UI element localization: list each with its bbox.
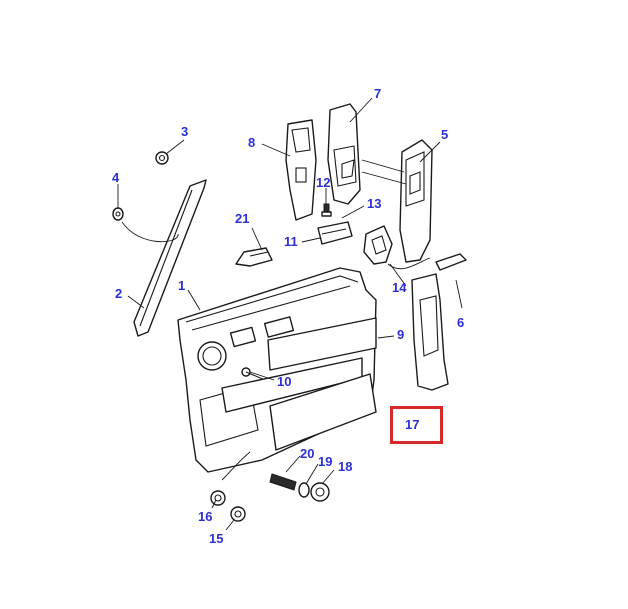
part-6-lower-pillar <box>411 253 467 391</box>
part-11-pull-handle <box>317 221 353 245</box>
callout-3: 3 <box>181 124 189 139</box>
part-2-trim-strip <box>133 179 207 337</box>
callout-10: 10 <box>277 374 292 389</box>
callout-15: 15 <box>209 531 224 546</box>
part-18-cap <box>310 482 330 502</box>
callout-11: 11 <box>284 234 298 249</box>
part-16-fastener <box>210 490 226 506</box>
part-4-clip <box>112 207 124 221</box>
callout-4: 4 <box>112 170 120 185</box>
part-20-screw <box>269 473 297 491</box>
callout-1: 1 <box>178 278 186 293</box>
callout-17: 17 <box>405 417 420 432</box>
callout-16: 16 <box>198 509 213 524</box>
callout-19: 19 <box>318 454 333 469</box>
callout-21: 21 <box>235 211 250 226</box>
callout-6: 6 <box>457 315 465 330</box>
leader-lines <box>117 97 463 531</box>
callout-13: 13 <box>367 196 382 211</box>
callout-12: 12 <box>316 175 331 190</box>
callout-20: 20 <box>300 446 315 461</box>
part-17-lower-panel <box>269 373 377 451</box>
part-5-pillar-panel <box>399 139 433 263</box>
callout-14: 14 <box>392 280 407 295</box>
part-15-fastener <box>230 506 246 522</box>
part-19-washer <box>298 482 310 498</box>
part-8-pillar-trim <box>285 119 317 221</box>
callout-2: 2 <box>115 286 123 301</box>
part-7-trim-panel <box>327 103 361 205</box>
part-3-clip <box>155 151 169 165</box>
part-9-panel-card <box>267 317 377 371</box>
part-12-screw <box>321 203 332 217</box>
callout-8: 8 <box>248 135 256 150</box>
callout-9: 9 <box>397 327 405 342</box>
highlight-box-callout-17 <box>390 406 443 444</box>
part-21-bracket <box>235 247 273 267</box>
callout-18: 18 <box>338 459 353 474</box>
part-13-handle-bezel <box>363 225 393 265</box>
callout-7: 7 <box>374 86 382 101</box>
callout-5: 5 <box>441 127 449 142</box>
